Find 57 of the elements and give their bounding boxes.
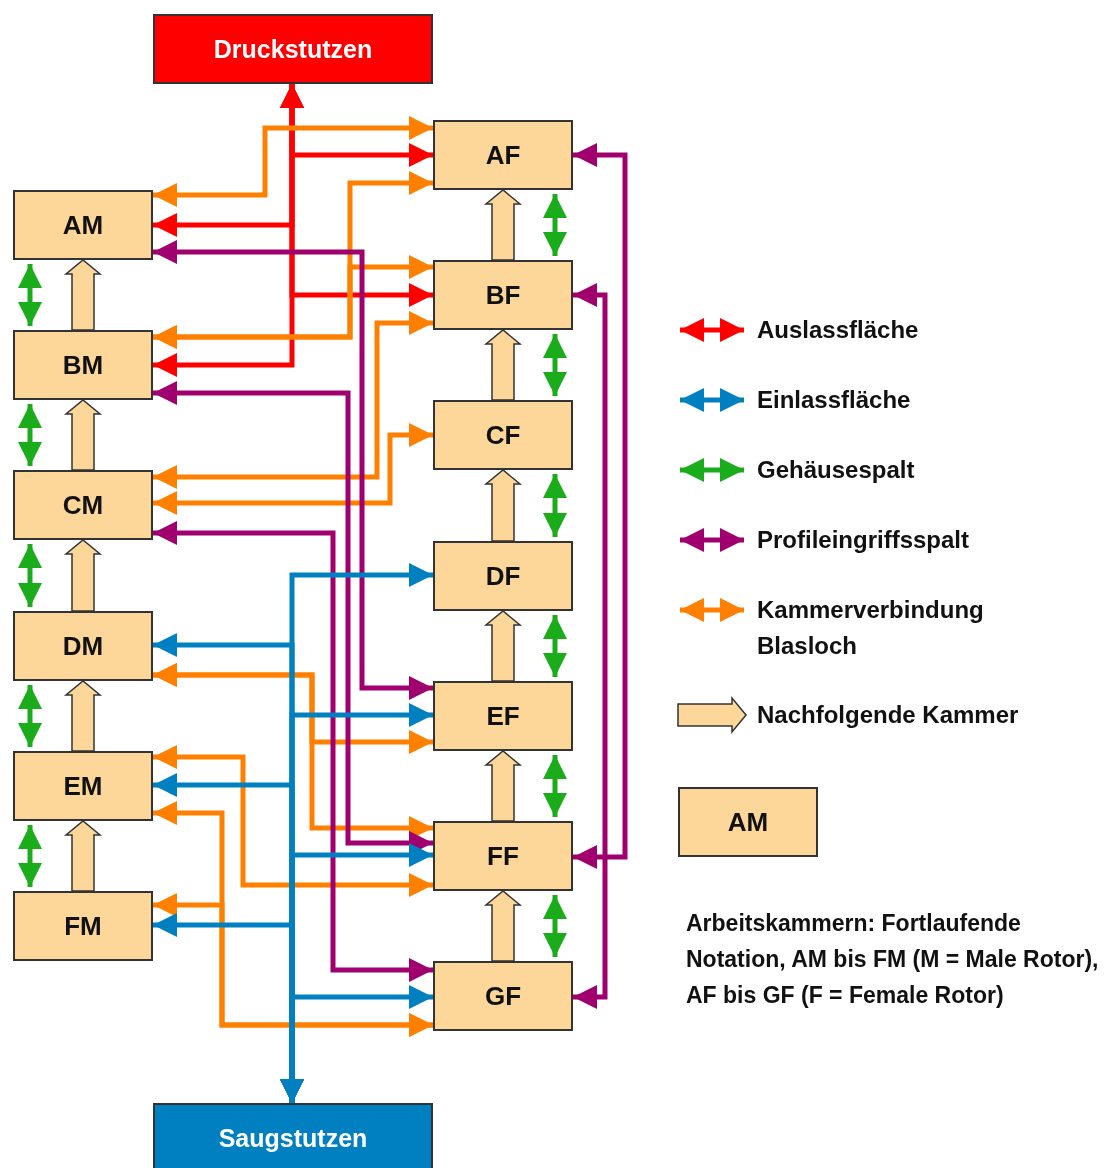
connector-arrow bbox=[280, 985, 433, 1103]
connector-arrow bbox=[543, 895, 567, 957]
outlet-port-box: Druckstutzen bbox=[153, 14, 433, 84]
chamber-box: AM bbox=[678, 787, 818, 857]
connector-arrow bbox=[543, 615, 567, 677]
block-arrow bbox=[483, 329, 523, 401]
connector-arrow bbox=[153, 84, 304, 377]
connector-arrow bbox=[153, 423, 433, 515]
chamber-box: DM bbox=[13, 611, 153, 681]
block-arrow bbox=[483, 750, 523, 822]
connector-arrow bbox=[543, 194, 567, 256]
block-arrow bbox=[63, 259, 103, 331]
connector-arrow bbox=[543, 755, 567, 817]
block-arrow bbox=[483, 469, 523, 542]
block-arrow bbox=[63, 539, 103, 612]
connector-arrow bbox=[153, 311, 433, 489]
connector-arrow bbox=[18, 404, 42, 466]
legend-label: Gehäusespalt bbox=[757, 455, 916, 485]
chamber-box: FF bbox=[433, 821, 573, 891]
chamber-box: AF bbox=[433, 120, 573, 190]
chamber-box: GF bbox=[433, 961, 573, 1031]
chamber-box: AM bbox=[13, 190, 153, 260]
chamber-box: BF bbox=[433, 260, 573, 330]
connector-arrow bbox=[573, 143, 628, 869]
block-arrow bbox=[483, 189, 523, 261]
chamber-box: BM bbox=[13, 330, 153, 400]
connector-arrow bbox=[543, 334, 567, 396]
block-arrow bbox=[63, 820, 103, 892]
chamber-box: DF bbox=[433, 541, 573, 611]
legend-note: Arbeitskammern: Fortlaufende Notation, AM bis FM (M = Male Rotor), AF bis GF (F = Female Rotor) bbox=[686, 909, 1100, 1010]
connector-arrow bbox=[153, 116, 433, 207]
chamber-box: CM bbox=[13, 470, 153, 540]
chamber-box: FM bbox=[13, 891, 153, 961]
connector-arrow bbox=[153, 745, 433, 897]
legend-label: Nachfolgende Kammer bbox=[757, 700, 1020, 730]
block-arrow bbox=[63, 399, 103, 471]
connector-arrow bbox=[153, 893, 433, 1037]
block-arrow bbox=[63, 680, 103, 752]
block-arrow bbox=[483, 890, 523, 962]
inlet-port-box: Saugstutzen bbox=[153, 1103, 433, 1168]
chamber-box: EF bbox=[433, 681, 573, 751]
connector-arrow bbox=[153, 240, 433, 700]
connector-arrow bbox=[18, 685, 42, 747]
connector-arrow bbox=[18, 825, 42, 887]
connector-arrow bbox=[543, 474, 567, 537]
connector-arrow bbox=[18, 264, 42, 326]
connector-arrow bbox=[18, 544, 42, 607]
legend-label: Einlassfläche bbox=[757, 385, 912, 415]
connector-arrow bbox=[573, 283, 608, 1009]
block-arrow bbox=[483, 610, 523, 682]
legend-label: Profileingriffsspalt bbox=[757, 525, 971, 555]
legend-label: Kammerverbindung Blasloch bbox=[757, 595, 985, 661]
chamber-box: EM bbox=[13, 751, 153, 821]
connector-arrow bbox=[153, 255, 433, 349]
chamber-box: CF bbox=[433, 400, 573, 470]
legend-label: Auslassfläche bbox=[757, 315, 920, 345]
connector-arrow bbox=[153, 521, 433, 982]
